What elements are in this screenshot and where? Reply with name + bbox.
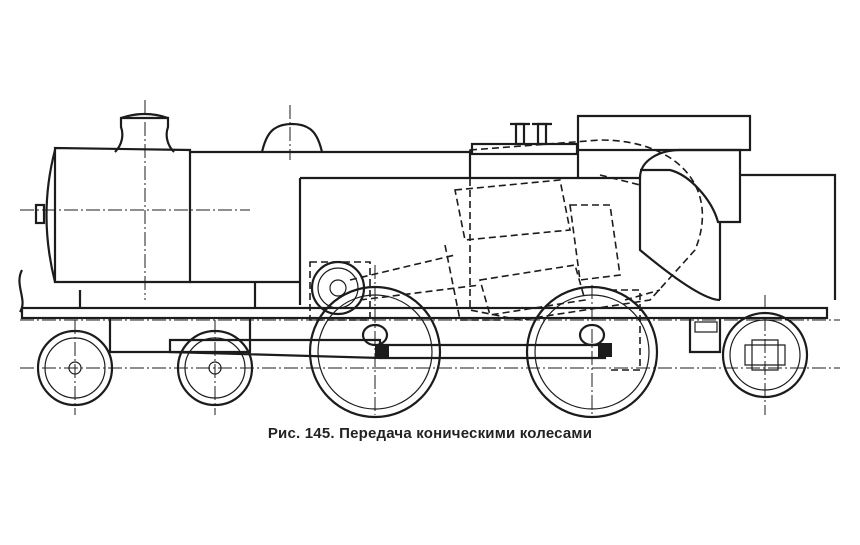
figure-caption: Рис. 145. Передача коническими колесами xyxy=(267,425,593,442)
leading-wheels xyxy=(36,329,254,407)
safety-valves xyxy=(470,122,579,156)
boiler xyxy=(18,146,472,313)
trailing-wheel xyxy=(721,311,809,399)
side-tank xyxy=(298,176,721,305)
cab xyxy=(576,114,837,300)
coupling-rods xyxy=(168,338,612,360)
steam-dome xyxy=(260,122,324,153)
smoke-stack xyxy=(114,112,175,153)
frame xyxy=(20,282,829,354)
bevel-gear-icon xyxy=(309,260,371,321)
engine-dashed-outline xyxy=(349,139,704,371)
